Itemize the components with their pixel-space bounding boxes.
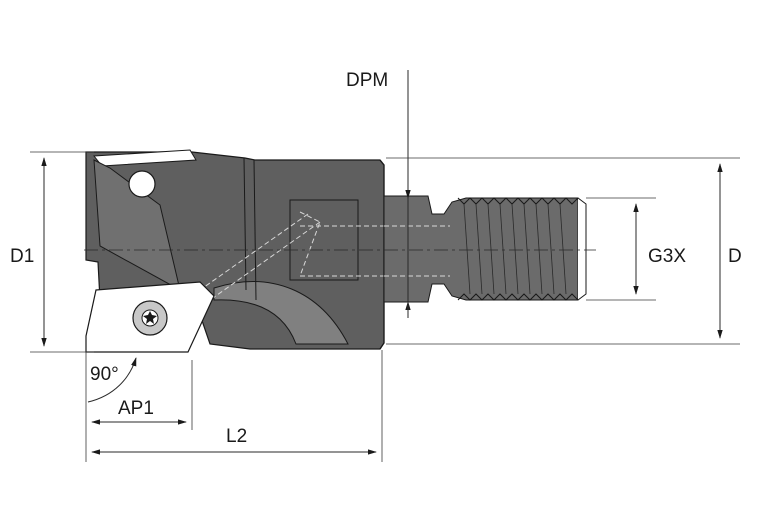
angle-dimension: 90°	[85, 352, 137, 462]
d1-label: D1	[10, 246, 34, 267]
threaded-shank	[383, 195, 587, 303]
d1-dimension: D1	[10, 151, 94, 353]
g3x-label: G3X	[648, 246, 686, 267]
ap1-dimension: AP1	[91, 360, 193, 430]
dpm-label: DPM	[346, 70, 388, 91]
angle-label: 90°	[90, 364, 119, 385]
g3x-dimension: G3X	[586, 197, 686, 301]
l2-label: L2	[226, 426, 247, 447]
d-label: D	[728, 246, 742, 267]
dpm-dimension: DPM	[346, 70, 411, 318]
l2-dimension: L2	[91, 350, 383, 462]
ap1-label: AP1	[118, 398, 154, 419]
d-dimension: D	[386, 157, 742, 345]
cutting-insert	[85, 281, 215, 353]
